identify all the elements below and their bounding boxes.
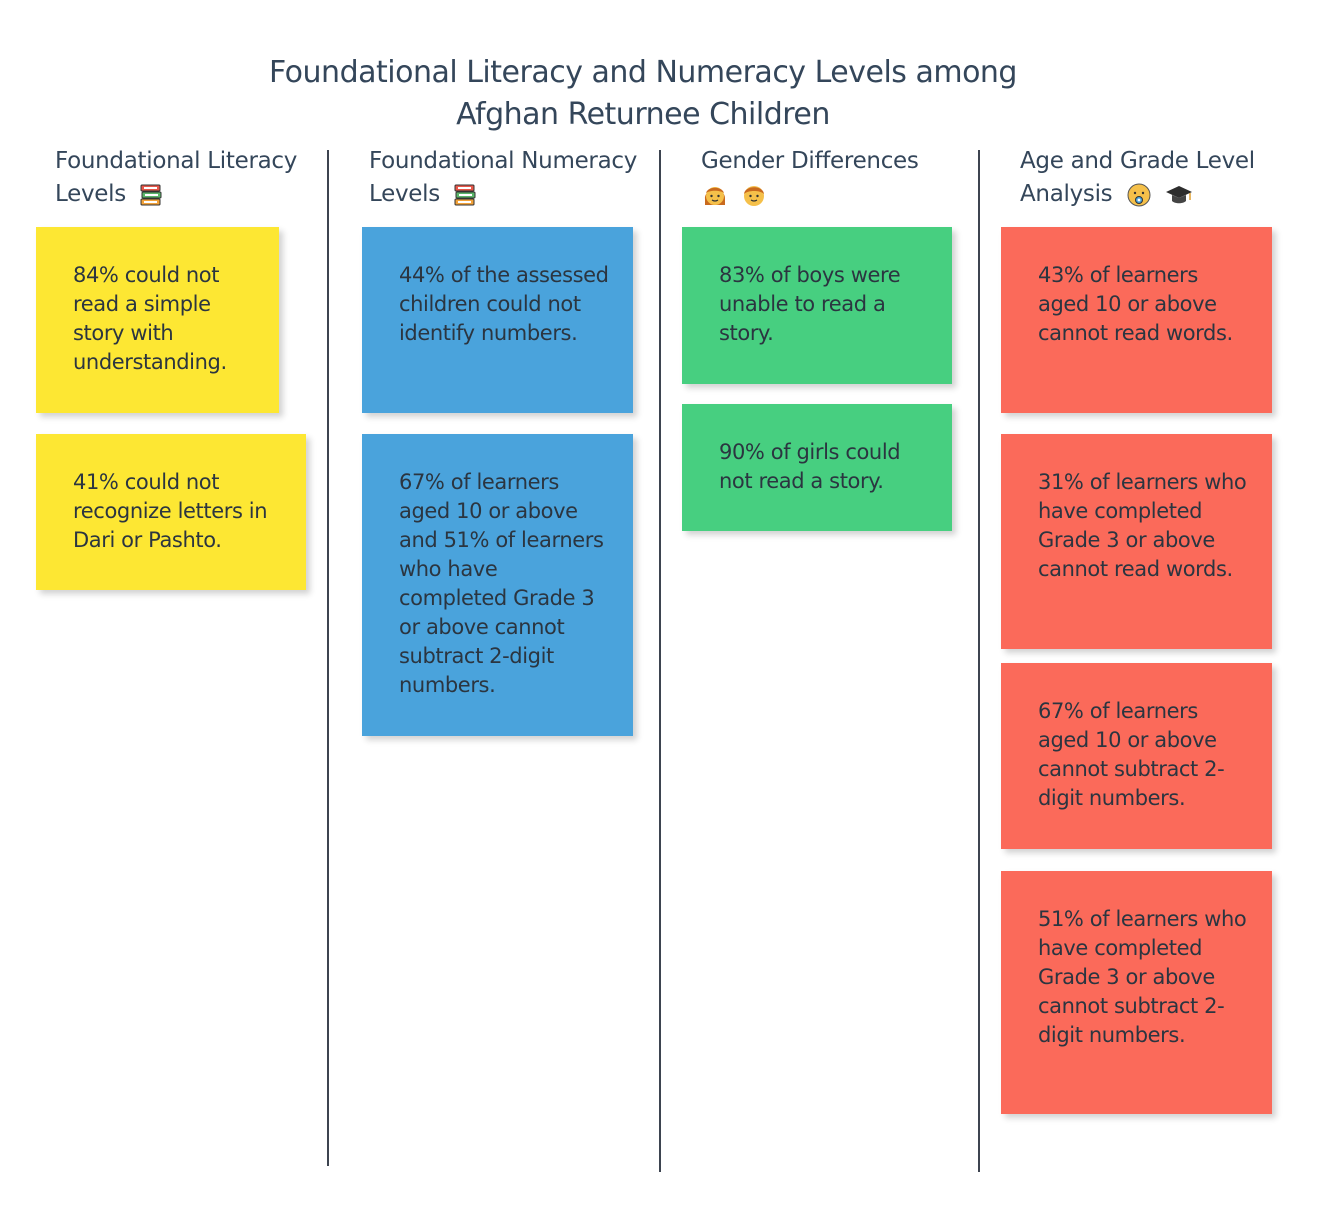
sticky-note-age-grade-1: 43% of learners aged 10 or above cannot … [1001, 227, 1272, 413]
diagram-title: Foundational Literacy and Numeracy Level… [0, 52, 1286, 136]
column-heading-age-grade-line1: Age and Grade Level [1020, 148, 1255, 174]
note-text: 41% could not recognize letters in Dari … [73, 470, 268, 552]
sticky-note-age-grade-4: 51% of learners who have completed Grade… [1001, 871, 1272, 1114]
graduation-cap-icon [1164, 183, 1194, 207]
column-heading-age-grade: Age and Grade Level Analysis [1020, 145, 1300, 211]
boy-icon [740, 181, 768, 209]
note-text: 31% of learners who have completed Grade… [1038, 470, 1247, 581]
note-text: 84% could not read a simple story with u… [73, 263, 227, 374]
note-text: 51% of learners who have completed Grade… [1038, 907, 1247, 1047]
column-heading-numeracy-line2: Levels [369, 181, 440, 207]
column-heading-numeracy: Foundational Numeracy Levels [369, 145, 659, 211]
note-text: 43% of learners aged 10 or above cannot … [1038, 263, 1233, 345]
note-text: 90% of girls could not read a story. [719, 440, 901, 493]
note-text: 44% of the assessed children could not i… [399, 263, 609, 345]
sticky-note-gender-1: 83% of boys were unable to read a story. [682, 227, 952, 384]
sticky-note-literacy-1: 84% could not read a simple story with u… [36, 227, 279, 413]
column-heading-gender-line1: Gender Differences [701, 148, 919, 174]
column-heading-gender: Gender Differences [701, 145, 961, 211]
column-heading-literacy: Foundational Literacy Levels [55, 145, 315, 211]
title-line-2: Afghan Returnee Children [456, 97, 830, 132]
column-heading-age-grade-line2: Analysis [1020, 181, 1113, 207]
sticky-note-numeracy-1: 44% of the assessed children could not i… [362, 227, 633, 413]
column-heading-literacy-line2: Levels [55, 181, 126, 207]
books-icon [139, 183, 163, 207]
note-text: 67% of learners aged 10 or above cannot … [1038, 699, 1225, 810]
note-text: 67% of learners aged 10 or above and 51%… [399, 470, 604, 697]
sticky-note-numeracy-2: 67% of learners aged 10 or above and 51%… [362, 434, 633, 736]
column-heading-numeracy-line1: Foundational Numeracy [369, 148, 638, 174]
child-face-icon [1125, 181, 1153, 209]
column-divider [659, 150, 661, 1172]
column-heading-literacy-line1: Foundational Literacy [55, 148, 298, 174]
sticky-note-literacy-2: 41% could not recognize letters in Dari … [36, 434, 306, 590]
sticky-note-age-grade-2: 31% of learners who have completed Grade… [1001, 434, 1272, 649]
note-text: 83% of boys were unable to read a story. [719, 263, 901, 345]
column-divider [978, 150, 980, 1172]
girl-icon [701, 181, 729, 209]
column-divider [327, 150, 329, 1166]
sticky-note-gender-2: 90% of girls could not read a story. [682, 404, 952, 531]
books-icon [453, 183, 477, 207]
sticky-note-age-grade-3: 67% of learners aged 10 or above cannot … [1001, 663, 1272, 849]
title-line-1: Foundational Literacy and Numeracy Level… [269, 55, 1017, 90]
